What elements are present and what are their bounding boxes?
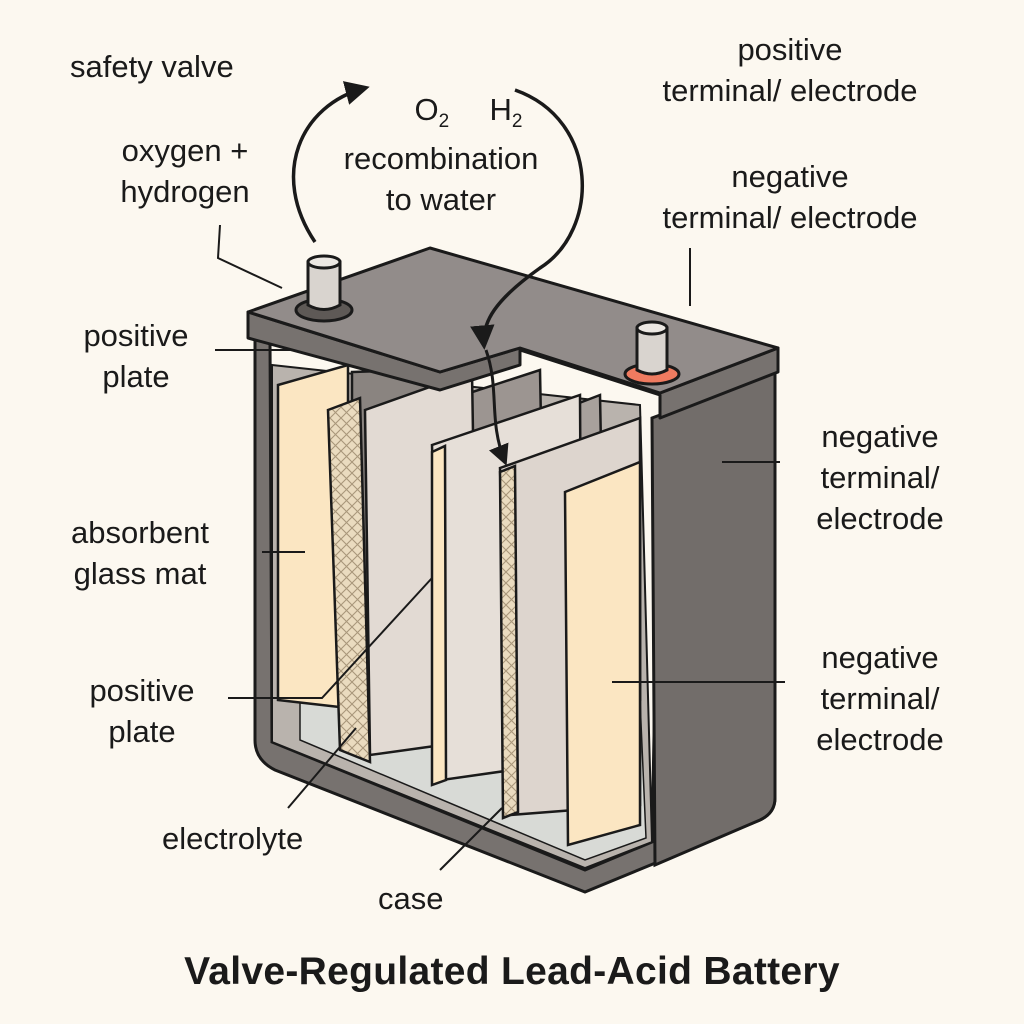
oxygen-subscript: 2 [438,111,450,133]
leader-positive-plate-bottom [228,577,433,699]
leader-oxygen-hydrogen [216,224,283,289]
oxygen-symbol: O [414,92,439,127]
label-positive-terminal: positive terminal/ electrode [662,32,918,108]
leader-lines [215,224,785,871]
label-electrolyte: electrolyte [162,821,304,856]
arrow-into-cell [484,349,509,466]
case-right-wall [650,369,777,868]
label-recombination: recombination to water [343,141,539,217]
label-negative-terminal-low: negative terminal/ electrode [816,640,944,757]
label-positive-plate-top: positive plate [83,318,189,394]
hydrogen-formula: H2 [455,56,522,176]
label-oxygen-hydrogen: oxygen + hydrogen [120,133,250,209]
diagram-title: Valve-Regulated Lead-Acid Battery [184,950,840,993]
arrow-hydrogen [470,88,584,350]
label-safety-valve: safety valve [70,49,234,84]
positive-terminal-post [306,260,342,311]
leader-electrolyte [287,727,357,809]
hydrogen-subscript: 2 [511,111,523,133]
label-negative-terminal-top: negative terminal/ electrode [662,159,918,235]
leader-case [439,807,503,871]
label-absorbent-glass-mat: absorbent glass mat [71,515,209,591]
plate-cream-mid [430,444,448,787]
glass-mat-right [498,464,520,820]
label-negative-terminal-mid: negative terminal/ electrode [816,419,944,536]
label-case: case [378,881,444,916]
negative-terminal-post [635,326,669,376]
plate-cream-right [563,460,642,847]
label-positive-plate-bottom: positive plate [89,673,195,749]
oxygen-formula: O2 [380,56,449,176]
hydrogen-symbol: H [489,92,512,127]
arrow-oxygen [291,81,370,243]
glass-mat-left [326,396,372,764]
